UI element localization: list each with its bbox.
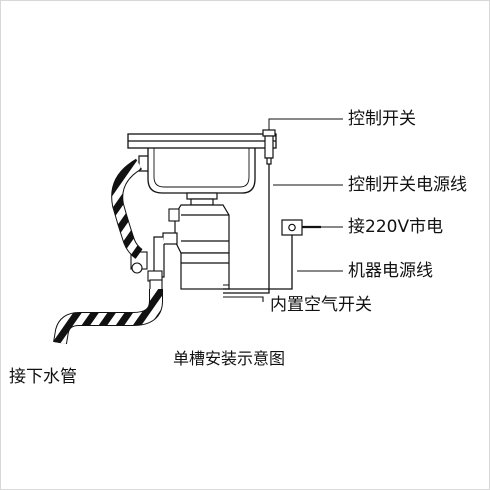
trap-fitting [130, 251, 163, 291]
air-switch-leader [223, 284, 264, 302]
control-switch [262, 129, 276, 165]
label-control-switch: 控制开关 [348, 109, 416, 129]
control-switch-power-cord [223, 164, 270, 294]
label-builtin-air-switch: 内置空气开关 [270, 295, 372, 315]
machine-power-cord [223, 235, 293, 290]
food-waste-disposer [174, 204, 230, 290]
label-to-drain-pipe: 接下水管 [9, 367, 77, 387]
sink-rim [127, 133, 277, 149]
diagram-caption: 单槽安装示意图 [173, 349, 286, 368]
label-machine-power-cord: 机器电源线 [348, 261, 433, 281]
sink-drain-flange [186, 192, 218, 206]
label-mains-220v: 接220V市电 [348, 217, 444, 237]
discharge-elbow [153, 232, 178, 278]
overflow-outlet [138, 155, 148, 172]
label-control-switch-power-cord: 控制开关电源线 [348, 175, 467, 195]
sink-basin [147, 148, 256, 194]
leader-lines [268, 118, 343, 272]
mains-outlet-box [281, 219, 303, 236]
